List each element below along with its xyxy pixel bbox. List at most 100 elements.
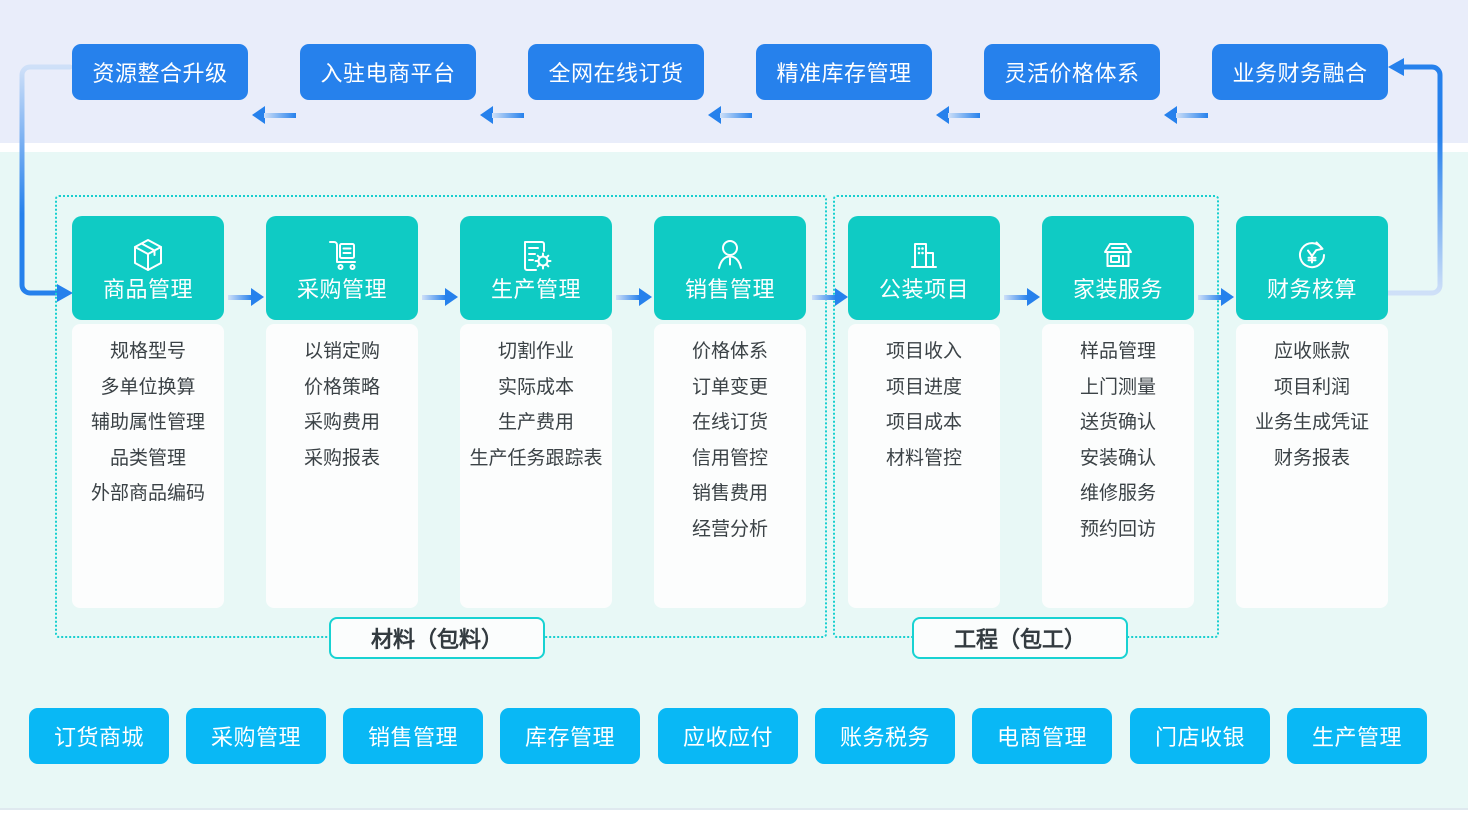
feature-item: 样品管理 [1079, 341, 1156, 362]
feature-item: 多单位换算 [100, 376, 196, 398]
module-card-purchase-management[interactable]: 采购管理 以销定购 价格策略 采购费用 采购报表 [266, 216, 418, 608]
module-card-product-management[interactable]: 商品管理 规格型号 多单位换算 辅助属性管理 品类管理 外部商品编码 [72, 216, 224, 608]
feature-item: 订单变更 [691, 376, 768, 398]
module-header[interactable]: 商品管理 [72, 216, 224, 320]
trolley-cart-icon [322, 235, 362, 275]
group-label-material: 材料（包料） [329, 617, 545, 659]
feature-item: 采购报表 [303, 447, 380, 469]
capability-chip-production-management[interactable]: 生产管理 [1287, 708, 1427, 764]
capability-chip-store-cashier[interactable]: 门店收银 [1130, 708, 1270, 764]
feature-item: 财务报表 [1273, 447, 1350, 469]
feature-item: 材料管控 [885, 447, 962, 469]
top-arrow-1 [252, 106, 296, 124]
baseline-divider [0, 808, 1468, 810]
module-header[interactable]: 财务核算 [1236, 216, 1388, 320]
bottom-capability-row: 订货商城 采购管理 销售管理 库存管理 应收应付 账务税务 电商管理 门店收银 … [0, 708, 1468, 764]
feature-item: 在线订货 [691, 412, 768, 434]
module-feature-list: 规格型号 多单位换算 辅助属性管理 品类管理 外部商品编码 [72, 324, 224, 608]
module-title: 采购管理 [296, 277, 387, 302]
module-header[interactable]: 采购管理 [266, 216, 418, 320]
module-feature-list: 项目收入 项目进度 项目成本 材料管控 [848, 324, 1000, 608]
feature-item: 送货确认 [1079, 412, 1156, 434]
top-chip-resource-integration[interactable]: 资源整合升级 [72, 44, 248, 100]
feature-item: 以销定购 [303, 341, 380, 362]
left-loop-connector [0, 60, 90, 310]
feature-item: 项目利润 [1273, 376, 1350, 398]
group-label-engineering: 工程（包工） [912, 617, 1128, 659]
module-title: 家装服务 [1072, 277, 1163, 302]
capability-chip-ordering-mall[interactable]: 订货商城 [29, 708, 169, 764]
module-arrow-6 [1198, 288, 1234, 306]
top-arrow-5 [1164, 106, 1208, 124]
feature-item: 价格体系 [691, 341, 768, 362]
feature-item: 维修服务 [1079, 483, 1156, 505]
feature-item: 上门测量 [1079, 376, 1156, 398]
module-title: 财务核算 [1266, 277, 1357, 302]
feature-item: 外部商品编码 [90, 483, 205, 505]
feature-item: 业务生成凭证 [1254, 412, 1369, 434]
building-icon [904, 235, 944, 275]
capability-chip-purchase-management[interactable]: 采购管理 [186, 708, 326, 764]
feature-item: 项目收入 [885, 341, 962, 362]
feature-item: 项目进度 [885, 376, 962, 398]
module-header[interactable]: 销售管理 [654, 216, 806, 320]
top-arrow-4 [936, 106, 980, 124]
feature-item: 应收账款 [1273, 341, 1350, 362]
feature-item: 生产任务跟踪表 [469, 447, 603, 469]
module-arrow-2 [422, 288, 458, 306]
top-arrow-2 [480, 106, 524, 124]
module-card-sales-management[interactable]: 销售管理 价格体系 订单变更 在线订货 信用管控 销售费用 经营分析 [654, 216, 806, 608]
person-icon [710, 235, 750, 275]
module-card-home-decoration-service[interactable]: 家装服务 样品管理 上门测量 送货确认 安装确认 维修服务 预约回访 [1042, 216, 1194, 608]
module-arrow-3 [616, 288, 652, 306]
feature-item: 生产费用 [497, 412, 574, 434]
feature-item: 规格型号 [109, 341, 186, 362]
module-title: 生产管理 [490, 277, 581, 302]
top-chip-price-system[interactable]: 灵活价格体系 [984, 44, 1160, 100]
capability-chip-accounting-tax[interactable]: 账务税务 [815, 708, 955, 764]
feature-item: 项目成本 [885, 412, 962, 434]
capability-chip-receivable-payable[interactable]: 应收应付 [658, 708, 798, 764]
module-card-financial-accounting[interactable]: 财务核算 应收账款 项目利润 业务生成凭证 财务报表 [1236, 216, 1388, 608]
module-title: 销售管理 [684, 277, 775, 302]
module-feature-list: 以销定购 价格策略 采购费用 采购报表 [266, 324, 418, 608]
top-chip-ecommerce-platform[interactable]: 入驻电商平台 [300, 44, 476, 100]
module-feature-list: 价格体系 订单变更 在线订货 信用管控 销售费用 经营分析 [654, 324, 806, 608]
module-header[interactable]: 公装项目 [848, 216, 1000, 320]
top-arrow-3 [708, 106, 752, 124]
feature-item: 信用管控 [691, 447, 768, 469]
module-header[interactable]: 家装服务 [1042, 216, 1194, 320]
feature-item: 价格策略 [303, 376, 380, 398]
yuan-refresh-icon [1292, 235, 1332, 275]
module-feature-list: 应收账款 项目利润 业务生成凭证 财务报表 [1236, 324, 1388, 608]
module-feature-list: 样品管理 上门测量 送货确认 安装确认 维修服务 预约回访 [1042, 324, 1194, 608]
top-strategy-flow: 资源整合升级 入驻电商平台 全网在线订货 精准库存管理 灵活价格体系 业务财务融… [0, 44, 1468, 124]
capability-chip-inventory-management[interactable]: 库存管理 [500, 708, 640, 764]
module-arrow-1 [228, 288, 264, 306]
capability-chip-sales-management[interactable]: 销售管理 [343, 708, 483, 764]
feature-item: 切割作业 [497, 341, 574, 362]
module-feature-list: 切割作业 实际成本 生产费用 生产任务跟踪表 [460, 324, 612, 608]
module-title: 商品管理 [102, 277, 193, 302]
module-card-production-management[interactable]: 生产管理 切割作业 实际成本 生产费用 生产任务跟踪表 [460, 216, 612, 608]
feature-item: 采购费用 [303, 412, 380, 434]
top-chip-online-ordering[interactable]: 全网在线订货 [528, 44, 704, 100]
feature-item: 安装确认 [1079, 447, 1156, 469]
module-title: 公装项目 [878, 277, 969, 302]
feature-item: 预约回访 [1079, 518, 1156, 540]
capability-chip-ecommerce-management[interactable]: 电商管理 [972, 708, 1112, 764]
top-chip-inventory-management[interactable]: 精准库存管理 [756, 44, 932, 100]
top-chip-finance-integration[interactable]: 业务财务融合 [1212, 44, 1388, 100]
feature-item: 销售费用 [691, 483, 768, 505]
document-gear-icon [516, 235, 556, 275]
feature-item: 经营分析 [691, 518, 768, 540]
module-header[interactable]: 生产管理 [460, 216, 612, 320]
box-icon [128, 235, 168, 275]
feature-item: 实际成本 [497, 376, 574, 398]
feature-item: 辅助属性管理 [90, 412, 205, 434]
right-loop-connector [1367, 58, 1468, 310]
feature-item: 品类管理 [109, 447, 186, 469]
module-card-commercial-project[interactable]: 公装项目 项目收入 项目进度 项目成本 材料管控 [848, 216, 1000, 608]
storefront-icon [1098, 235, 1138, 275]
